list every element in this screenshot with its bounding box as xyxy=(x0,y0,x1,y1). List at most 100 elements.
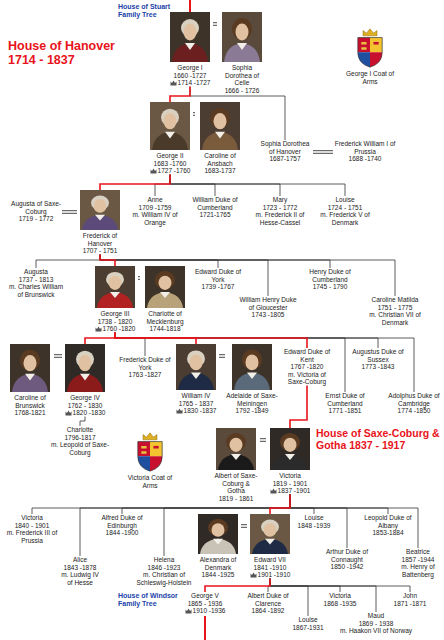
caption-text: 1910 -1936 xyxy=(193,607,226,615)
descent-line xyxy=(32,495,290,515)
crown-icon xyxy=(65,410,72,416)
marriage-sign xyxy=(193,113,195,116)
person-node: John1871 -1871 xyxy=(390,592,430,607)
caption-text: 1830 -1837 xyxy=(184,407,217,415)
succession-line xyxy=(270,495,290,515)
lion xyxy=(373,42,378,45)
caption-text: 1857 -1944 xyxy=(396,556,440,564)
descent-line xyxy=(100,255,218,269)
portrait xyxy=(65,344,105,392)
person-node: Augusta1737 - 1813m. Charles William of … xyxy=(7,268,65,298)
caption-text: Arthur Duke of Connaught xyxy=(318,548,376,563)
caption-text: 1865 - 1936 xyxy=(183,600,227,608)
body xyxy=(272,454,308,470)
person-node: Caroline of Brunswick1768-1821 xyxy=(7,344,53,417)
caption-text: 1760 -1820 xyxy=(103,325,136,333)
caption-text: 1871 -1871 xyxy=(390,600,430,608)
face xyxy=(79,355,92,371)
hair xyxy=(280,433,300,451)
descent-line xyxy=(100,255,395,297)
marriage-sign xyxy=(54,355,62,358)
caption-text: Louise xyxy=(288,616,328,624)
portrait xyxy=(145,266,185,308)
reign-line: 1714 -1727 xyxy=(168,79,212,87)
body xyxy=(202,132,238,150)
stuart-line xyxy=(189,0,191,12)
caption-text: 1846 -1923 xyxy=(136,564,192,572)
caption-text: 1819 - 1861 xyxy=(213,495,259,503)
person-node: Edward VII1841 -19101901 -1910 xyxy=(248,514,292,579)
face xyxy=(94,199,107,213)
portrait xyxy=(216,428,256,470)
succession-line xyxy=(205,579,270,593)
quarter xyxy=(370,38,382,53)
person-node: Maud1869 - 1938m. Haakon VII of Norway xyxy=(336,612,416,635)
caption-text: 1660 -1727 xyxy=(168,72,212,80)
caption-text: 1792 -1849 xyxy=(226,407,278,415)
caption-text: 1848 -1939 xyxy=(294,522,334,530)
person-node: Henry Duke of Cumberland1745 - 1790 xyxy=(300,268,360,291)
caption-text: 1721-1765 xyxy=(188,211,242,219)
caption-text: 1745 - 1790 xyxy=(300,283,360,291)
portrait xyxy=(170,12,210,62)
face xyxy=(184,24,197,41)
face xyxy=(214,113,227,129)
marriage-sign xyxy=(219,355,225,358)
person-node: Louise1848 -1939 xyxy=(294,514,334,529)
portrait xyxy=(176,344,216,390)
portrait xyxy=(222,12,262,62)
face xyxy=(246,355,259,371)
marriage-stroke xyxy=(241,527,247,528)
person-node: Charlotte of Mecklenburg1744-1818 xyxy=(141,266,189,333)
descent-line xyxy=(115,333,414,393)
caption-text: Charlotte xyxy=(50,426,110,434)
collar xyxy=(95,215,105,221)
face xyxy=(109,276,122,290)
person-node: Adolphus Duke of Cambridge1774 -1850 xyxy=(388,392,440,415)
collar xyxy=(285,454,295,460)
marriage-stroke xyxy=(213,22,217,23)
portrait-ground xyxy=(232,344,272,390)
marriage-stroke xyxy=(219,357,225,358)
portrait xyxy=(95,266,135,308)
marriage-sign xyxy=(138,277,140,280)
person-node: George II1683 -17601727 -1760 xyxy=(148,102,192,175)
descent-line xyxy=(115,333,145,357)
crown-shape xyxy=(95,326,101,331)
marriage-stroke xyxy=(62,210,77,211)
caption-text: 1869 - 1938 xyxy=(336,620,416,628)
marriage-stroke xyxy=(260,438,266,439)
caption-text: Edward VII xyxy=(248,556,292,564)
caption-text: m. Haakon VII of Norway xyxy=(336,627,416,635)
reign-line: 1727 -1760 xyxy=(148,167,192,175)
caption-text: m. Leopold of Saxe-Coburg xyxy=(50,441,110,456)
caption-text: 1723 - 1772 xyxy=(251,204,309,212)
marriage-stroke xyxy=(54,357,62,358)
body xyxy=(172,43,208,62)
person-node: George III1738 - 18201760 -1820 xyxy=(93,266,137,333)
person-node: Augustus Duke of Sussex1773 -1843 xyxy=(351,348,405,371)
person-node: George I1660 -17271714 -1727 xyxy=(168,12,212,87)
marriage-stroke xyxy=(313,153,333,154)
portrait xyxy=(10,344,50,392)
house-label: House of Hanover 1714 - 1837 xyxy=(8,40,143,68)
caption-text: William Duke of Cumberland xyxy=(188,196,242,211)
face xyxy=(159,276,172,290)
descent-line xyxy=(290,495,388,515)
face xyxy=(284,438,297,452)
caption-text: Frederick of Hanover xyxy=(78,232,122,247)
collar xyxy=(80,374,90,381)
caption-text: 1709 -1759 xyxy=(129,204,181,212)
hair xyxy=(232,18,252,40)
collar xyxy=(191,373,201,379)
caption-text: John xyxy=(390,592,430,600)
crown-icon xyxy=(150,168,157,174)
crown-icon xyxy=(95,326,102,332)
collar xyxy=(237,43,247,50)
portrait xyxy=(200,102,240,150)
marriage-sign xyxy=(213,23,217,26)
person-node: Caroline of Ansbach1683-1737 xyxy=(196,102,244,175)
body xyxy=(147,292,183,308)
caption-text: 1773 -1843 xyxy=(351,363,405,371)
marriage-stroke xyxy=(193,115,195,116)
